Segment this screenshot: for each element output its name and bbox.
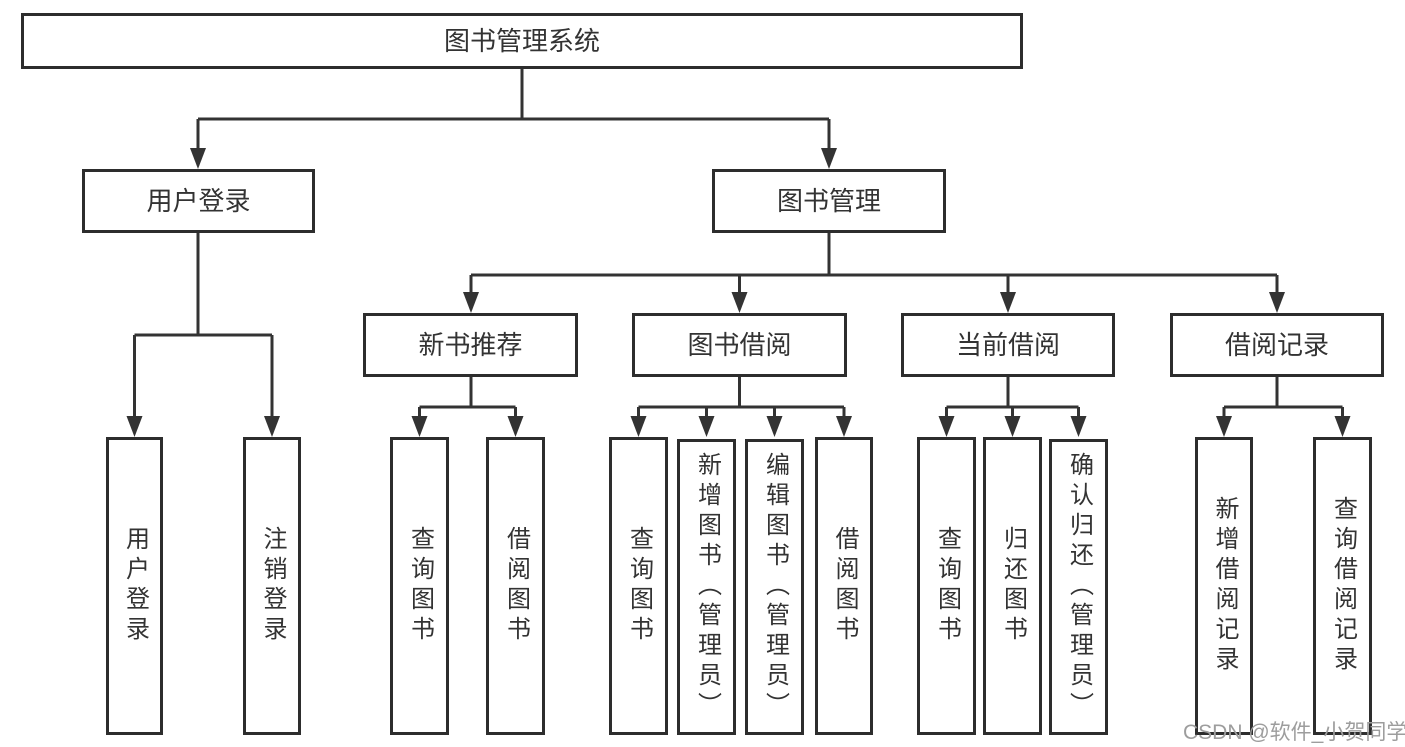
node-book-borrow: 图书借阅 [632,313,847,377]
node-new-book-recommend: 新书推荐 [363,313,578,377]
leaf-query-books-recommend: 查询图书 [390,437,449,735]
leaf-confirm-return-admin: 确认归还（管理员） [1049,439,1108,735]
leaf-query-books-current: 查询图书 [917,437,976,735]
leaf-return-book: 归还图书 [983,437,1042,735]
node-user-login: 用户登录 [82,169,315,233]
leaf-borrow-books-recommend: 借阅图书 [486,437,545,735]
leaf-user-login: 用户登录 [106,437,163,735]
leaf-query-borrow-record: 查询借阅记录 [1313,437,1372,735]
node-book-management: 图书管理 [712,169,946,233]
node-borrow-records: 借阅记录 [1170,313,1384,377]
leaf-add-book-admin: 新增图书（管理员） [677,439,736,735]
node-current-borrow: 当前借阅 [901,313,1115,377]
leaf-logout: 注销登录 [243,437,301,735]
leaf-edit-book-admin: 编辑图书（管理员） [745,439,804,735]
leaf-add-borrow-record: 新增借阅记录 [1195,437,1253,735]
leaf-query-books-borrow: 查询图书 [609,437,668,735]
arrowheads [126,148,1351,437]
node-library-system: 图书管理系统 [21,13,1023,69]
leaf-borrow-books: 借阅图书 [815,437,873,735]
